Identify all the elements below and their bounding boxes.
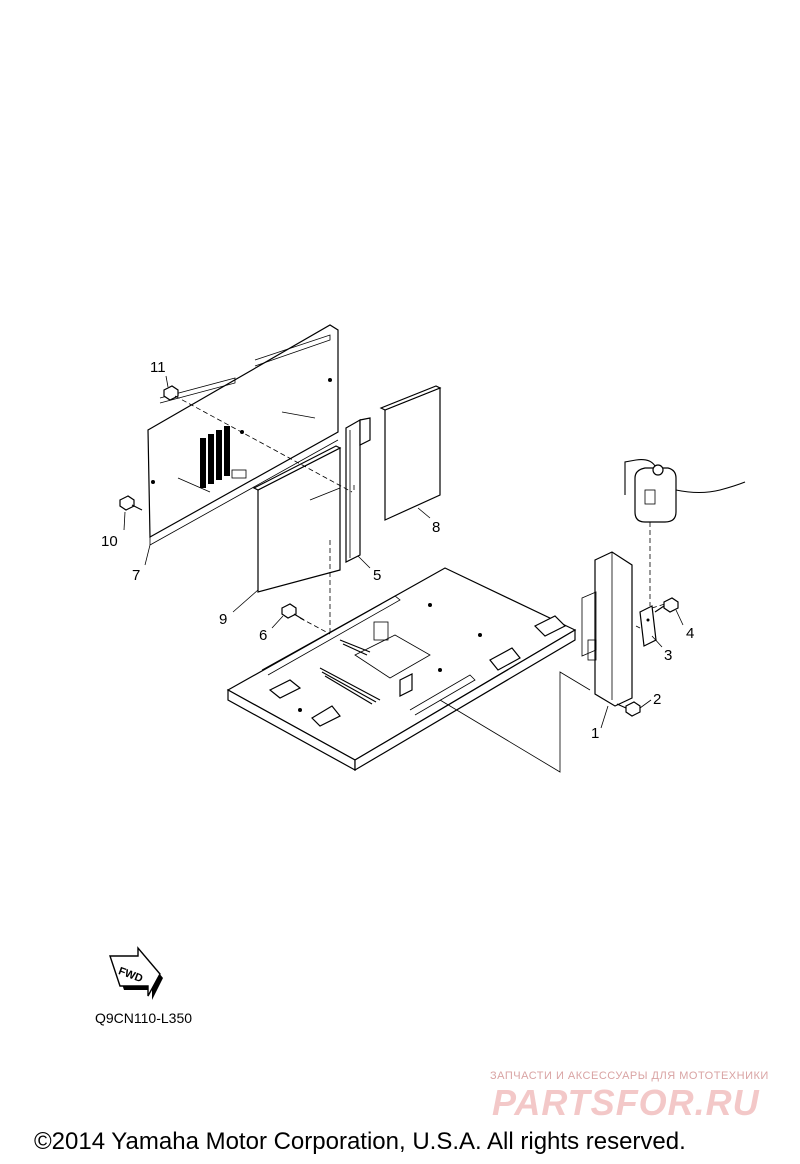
bracket-strip (345, 417, 371, 563)
watermark-brand: PARTSFOR.RU (492, 1082, 760, 1123)
callout-10: 10 (101, 533, 118, 550)
insulation-block-8 (379, 385, 442, 521)
reservoir-tank (624, 459, 746, 523)
callout-5: 5 (373, 567, 381, 584)
callout-1: 1 (591, 725, 599, 742)
diagram-code: Q9CN110-L350 (95, 1010, 193, 1026)
nut-11 (163, 385, 179, 401)
small-bracket (639, 605, 657, 647)
callout-2: 2 (653, 691, 661, 708)
callout-7: 7 (132, 567, 140, 584)
assembly-lines (174, 395, 666, 773)
watermark-tagline: ЗАПЧАСТИ И АКСЕССУАРЫ ДЛЯ МОТОТЕХНИКИ (490, 1070, 769, 1082)
callout-4: 4 (686, 625, 694, 642)
frame-vent-slots (319, 639, 381, 705)
copyright-notice: ©2014 Yamaha Motor Corporation, U.S.A. A… (34, 1128, 686, 1155)
leader-lines (123, 375, 684, 729)
callout-9: 9 (219, 611, 227, 628)
vent-slots (200, 426, 230, 488)
cover-panel (147, 324, 339, 546)
side-panel (581, 551, 633, 707)
bolt-2 (616, 701, 641, 717)
callout-11: 11 (150, 359, 166, 376)
bolt-4 (654, 597, 679, 613)
base-frame (226, 567, 577, 772)
callout-3: 3 (664, 647, 672, 664)
callout-8: 8 (432, 519, 440, 536)
callout-6: 6 (259, 627, 267, 644)
insulation-block-9 (252, 445, 342, 593)
bolt-10 (119, 495, 143, 511)
bolt-6 (281, 603, 305, 621)
fwd-arrow-icon: FWD (109, 946, 163, 1000)
